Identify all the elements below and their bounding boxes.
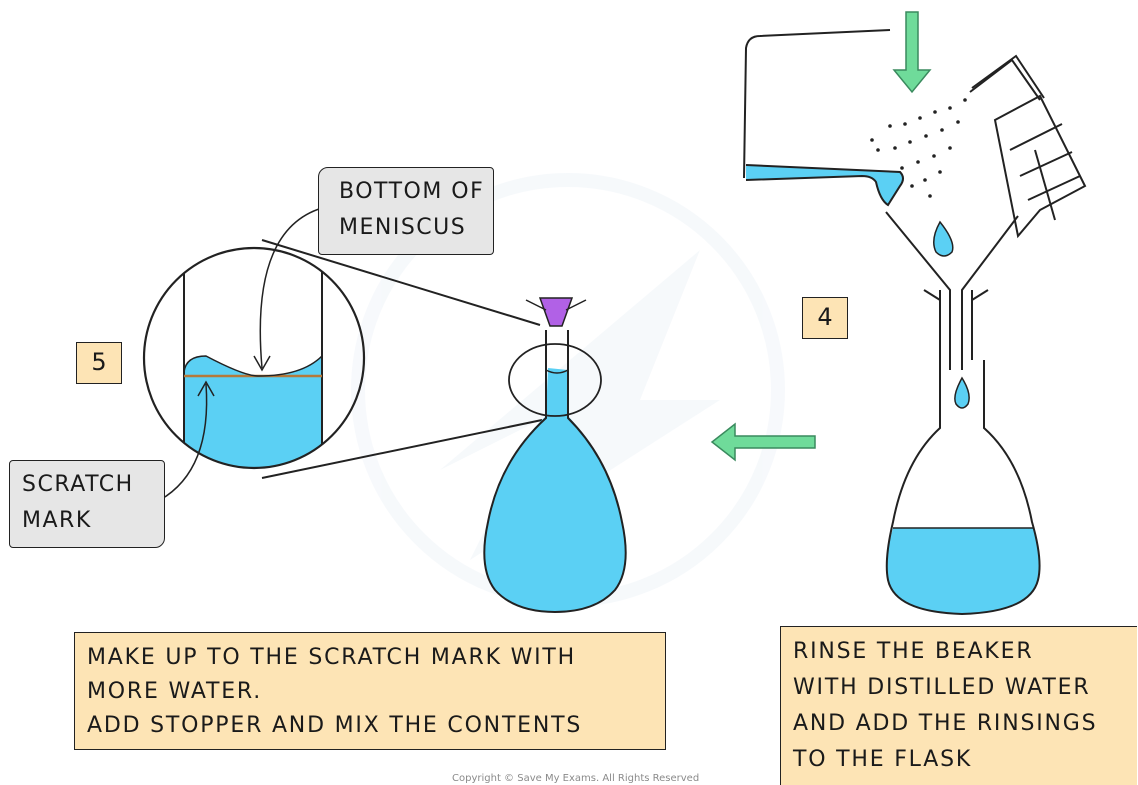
scratch-mark-tag-line1: SCRATCH [22, 472, 134, 497]
copyright-text: Copyright © Save My Exams. All Rights Re… [452, 773, 700, 784]
down-arrow-icon [892, 11, 932, 94]
water-spray [870, 98, 967, 198]
magnified-neck-view [142, 246, 366, 470]
meniscus-tag-line2: MENISCUS [339, 215, 467, 240]
stopper [525, 297, 587, 327]
scratch-mark-tag-line2: MARK [22, 508, 92, 533]
meniscus-tag: BOTTOM OF MENISCUS [318, 167, 494, 255]
zoom-lines [261, 239, 543, 479]
water-drop [954, 376, 970, 409]
volumetric-flask-left [483, 330, 627, 614]
caption-step-4: RINSE THE BEAKER WITH DISTILLED WATER AN… [780, 626, 1137, 785]
caption-step-5-line2: MORE WATER. [87, 679, 263, 704]
wash-bottle [969, 54, 1087, 239]
meniscus-tag-line1: BOTTOM OF [339, 179, 485, 204]
beaker [743, 29, 904, 207]
zoom-circle-small [508, 343, 602, 417]
funnel [885, 211, 1019, 370]
caption-step-4-line1: RINSE THE BEAKER [793, 639, 1034, 664]
caption-step-4-line4: TO THE FLASK [793, 747, 973, 772]
water-drop [933, 220, 954, 257]
caption-step-4-line3: AND ADD THE RINSINGS [793, 711, 1098, 736]
step-number-4: 4 [802, 297, 848, 339]
caption-step-5: MAKE UP TO THE SCRATCH MARK WITH MORE WA… [74, 632, 666, 750]
volumetric-flask-right [885, 360, 1041, 616]
left-arrow-icon [710, 422, 816, 462]
scratch-mark-tag: SCRATCH MARK [9, 460, 165, 548]
caption-step-5-line1: MAKE UP TO THE SCRATCH MARK WITH [87, 645, 577, 670]
step-number-5: 5 [76, 342, 122, 384]
caption-step-5-line3: ADD STOPPER AND MIX THE CONTENTS [87, 713, 583, 738]
caption-step-4-line2: WITH DISTILLED WATER [793, 675, 1091, 700]
